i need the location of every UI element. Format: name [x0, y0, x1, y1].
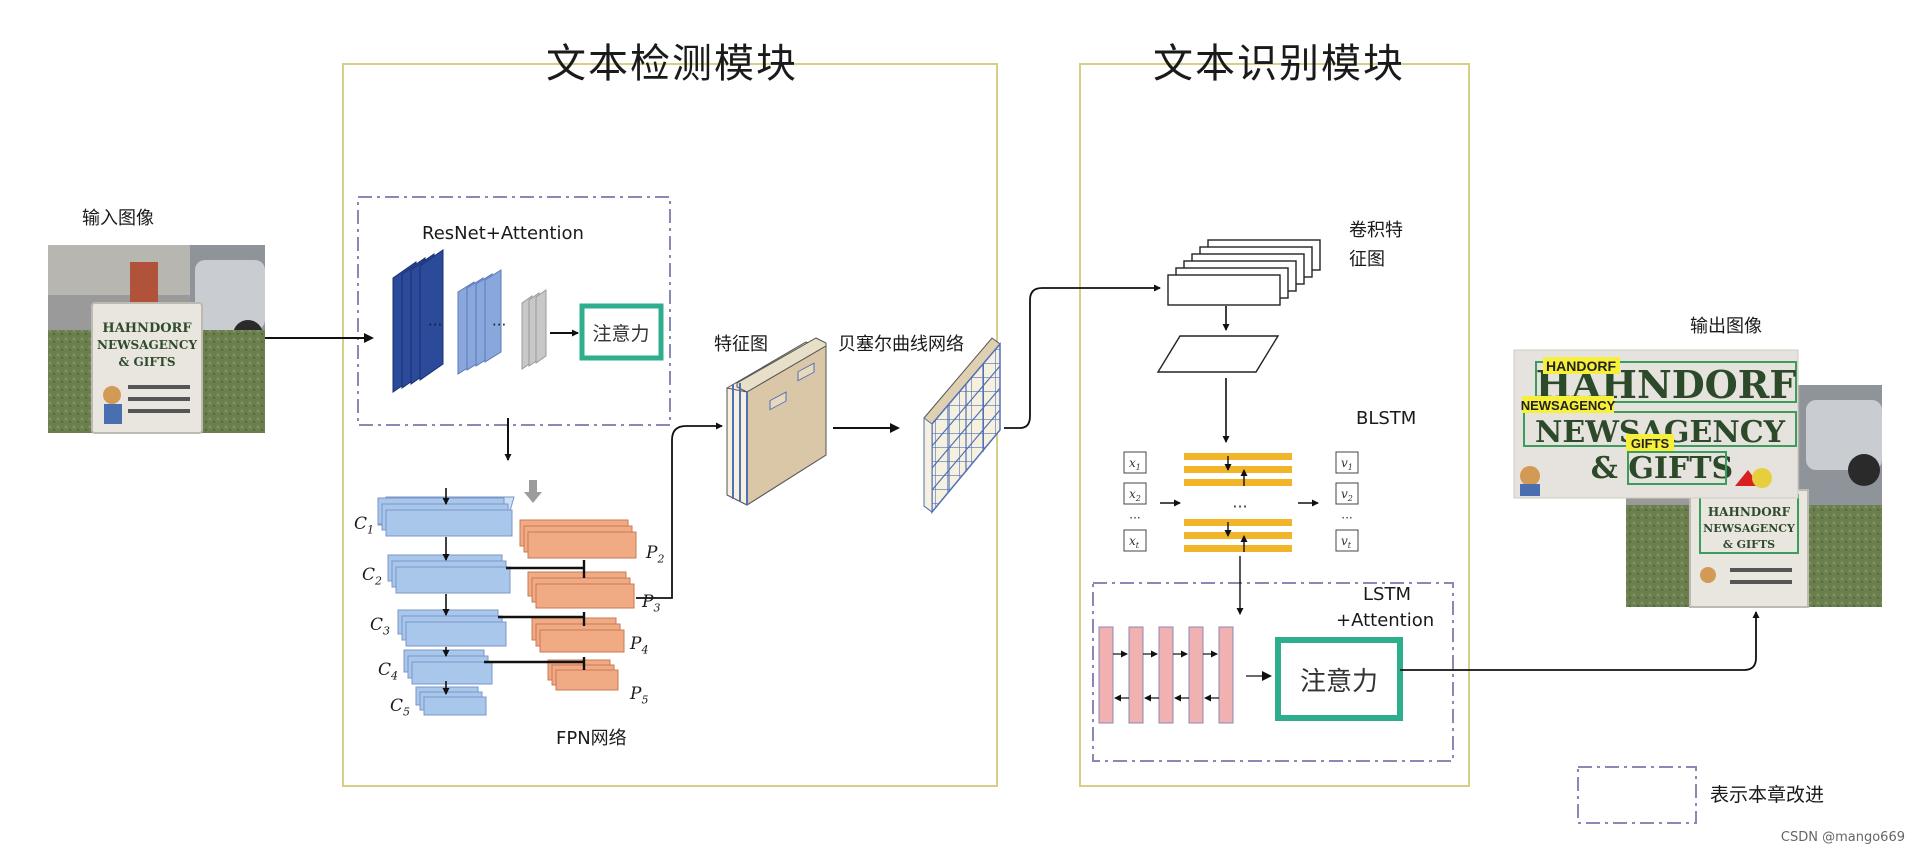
fpn-c3-label: C3	[370, 615, 391, 638]
fpn-c2-label: C2	[362, 565, 383, 588]
lstm-cells	[1098, 626, 1234, 724]
output-photo-sign-line3: & GIFTS	[1723, 538, 1775, 551]
v-dots: ···	[1341, 511, 1352, 525]
svg-text:vt: vt	[1341, 534, 1352, 550]
conv-features-label-line2: 征图	[1349, 249, 1385, 270]
attention-small-label: 注意力	[592, 323, 649, 345]
resnet-attention-label: ResNet+Attention	[422, 223, 584, 244]
recognition-module-title: 文本识别模块	[1153, 41, 1405, 87]
resnet-dots-2: ···	[492, 316, 507, 334]
fpn-p4-label: P4	[630, 634, 649, 657]
svg-text:v1: v1	[1341, 456, 1353, 472]
flatten-plane	[1156, 335, 1280, 373]
conv-features-label-line1: 卷积特	[1349, 220, 1403, 241]
svg-text:xt: xt	[1129, 534, 1140, 550]
resnet-dark-blocks	[392, 249, 444, 393]
feature-map-stack	[726, 337, 827, 506]
bezier-network-label: 贝塞尔曲线网络	[838, 334, 964, 355]
output-crop-word3: & GIFTS	[1591, 451, 1733, 486]
input-sign-line1: HAHNDORF	[102, 321, 192, 336]
x-dots: ···	[1129, 511, 1140, 525]
legend-dashed-box	[1577, 766, 1697, 824]
input-sign-line3: & GIFTS	[119, 355, 176, 369]
fpn-c-pyramid	[377, 496, 515, 716]
blstm-label: BLSTM	[1356, 408, 1417, 429]
gray-down-arrow-icon	[524, 480, 542, 503]
fpn-c4-label: C4	[378, 660, 399, 683]
legend-label: 表示本章改进	[1710, 784, 1825, 806]
fpn-p-pyramid	[519, 519, 637, 691]
resnet-gray-blocks	[521, 289, 547, 370]
recognition-module-box	[1079, 63, 1470, 787]
detection-module-title: 文本检测模块	[546, 41, 798, 87]
fpn-c1-label: C1	[354, 514, 375, 537]
resnet-light-blocks	[457, 269, 502, 375]
output-tag-gifts: GIFTS	[1631, 436, 1670, 451]
attention-large-label: 注意力	[1300, 667, 1378, 697]
input-image: HAHNDORF NEWSAGENCY & GIFTS	[48, 245, 265, 434]
fpn-p3-label: P3	[642, 592, 661, 615]
input-sign-line2: NEWSAGENCY	[97, 338, 197, 352]
resnet-attention-dashed-box	[357, 196, 671, 426]
blstm-block	[1184, 453, 1292, 552]
x-input-boxes	[1123, 451, 1147, 552]
resnet-dots-1: ···	[428, 316, 443, 334]
input-image-label: 输入图像	[82, 208, 154, 229]
v-output-boxes	[1335, 451, 1359, 552]
conv-feature-stack	[1167, 239, 1321, 306]
svg-text:x1: x1	[1129, 456, 1141, 472]
svg-text:x2: x2	[1129, 487, 1141, 503]
fpn-p2-label: P2	[646, 543, 665, 566]
lstm-label-line2: +Attention	[1336, 610, 1435, 631]
output-image: HAHNDORF NEWSAGENCY & GIFTS HAHNDORF NEW…	[1513, 349, 1882, 608]
fpn-p5-label: P5	[630, 684, 649, 707]
blstm-dots: ···	[1232, 497, 1247, 516]
output-photo-sign-line2: NEWSAGENCY	[1703, 522, 1795, 535]
output-photo-sign-line1: HAHNDORF	[1708, 505, 1791, 519]
fpn-c5-label: C5	[390, 696, 411, 719]
watermark: CSDN @mango669	[1780, 830, 1905, 845]
bezier-grid	[923, 337, 1001, 515]
output-tag-handorf: HANDORF	[1546, 358, 1616, 374]
fpn-network-label: FPN网络	[556, 728, 627, 749]
svg-text:v2: v2	[1341, 487, 1353, 503]
attention-small-box	[579, 303, 664, 361]
attention-large-box	[1275, 637, 1403, 721]
output-tag-newsagency: NEWSAGENCY	[1521, 398, 1616, 413]
output-image-label: 输出图像	[1690, 316, 1762, 337]
feature-map-label: 特征图	[714, 334, 768, 355]
lstm-label-line1: LSTM	[1363, 584, 1411, 605]
